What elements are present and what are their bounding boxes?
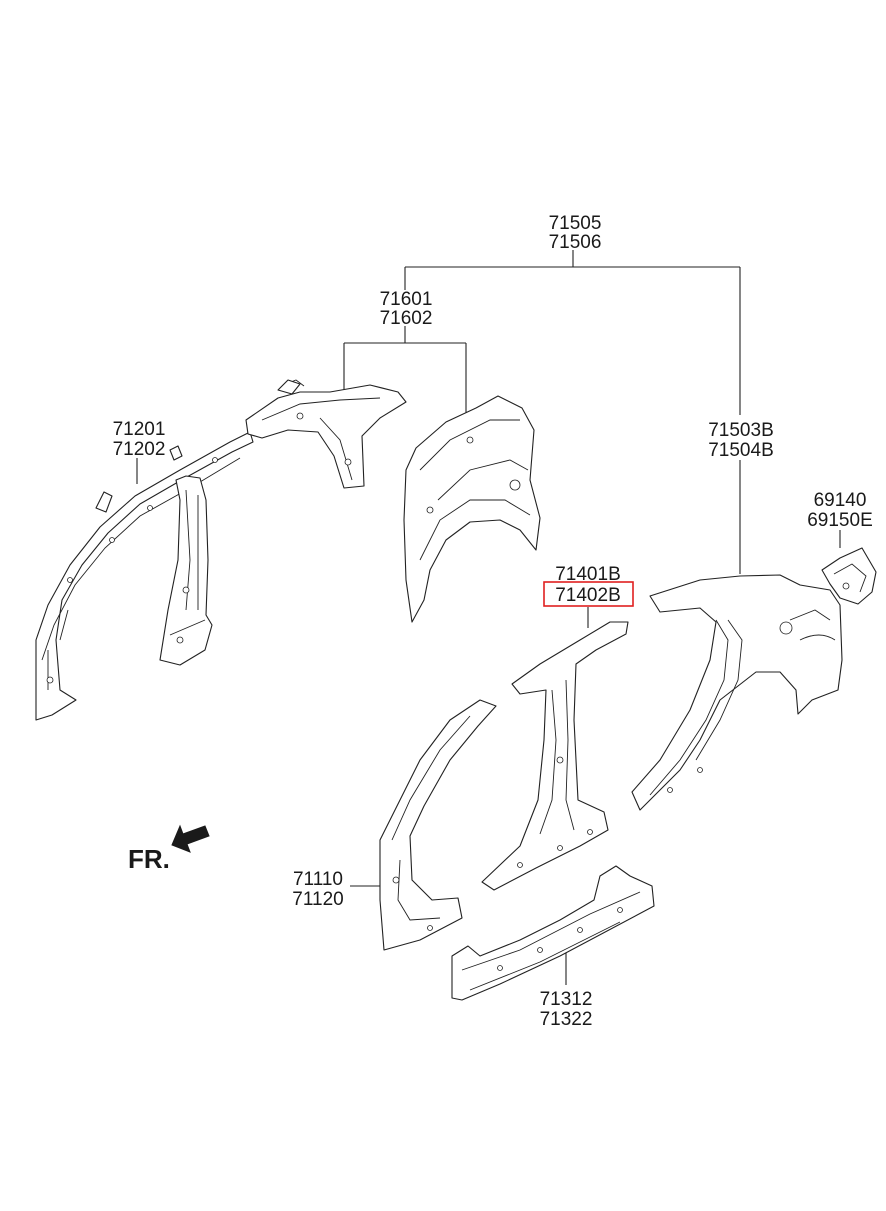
fr-label: FR. xyxy=(128,844,170,874)
label-69150e: 69150E xyxy=(807,510,873,531)
part-69140-bracket xyxy=(821,547,877,605)
label-69140: 69140 xyxy=(814,490,867,511)
part-71602-rear-wheelhouse xyxy=(403,395,541,623)
front-direction-indicator: FR. xyxy=(128,824,210,874)
label-71601: 71601 xyxy=(380,289,433,310)
label-71110: 71110 xyxy=(293,869,343,890)
front-direction-arrow-icon xyxy=(171,824,210,853)
label-71201: 71201 xyxy=(113,419,166,440)
label-71401b: 71401B xyxy=(555,564,621,585)
label-71322: 71322 xyxy=(540,1009,593,1030)
label-71505: 71505 xyxy=(549,213,602,234)
part-71601-rear-inner-bracket xyxy=(245,379,407,489)
label-71506: 71506 xyxy=(549,232,602,253)
label-71120: 71120 xyxy=(292,889,343,910)
part-71402b-center-pillar xyxy=(481,621,629,891)
label-71312: 71312 xyxy=(540,989,593,1010)
part-71503b-quarter-panel xyxy=(631,574,843,811)
label-71503b: 71503B xyxy=(708,420,774,441)
label-71602: 71602 xyxy=(380,308,433,329)
label-71202: 71202 xyxy=(113,439,166,460)
part-71110-front-pillar xyxy=(379,699,497,951)
part-71312-side-sill xyxy=(451,865,655,1001)
part-71201-inner-side-frame xyxy=(35,431,254,721)
part-number-labels: 71505 71506 71601 71602 71201 71202 7150… xyxy=(113,213,873,1030)
label-71504b: 71504B xyxy=(708,440,774,461)
leader-lines xyxy=(136,250,841,985)
highlight-box-71402b xyxy=(543,581,634,607)
label-71402b: 71402B xyxy=(555,585,621,606)
